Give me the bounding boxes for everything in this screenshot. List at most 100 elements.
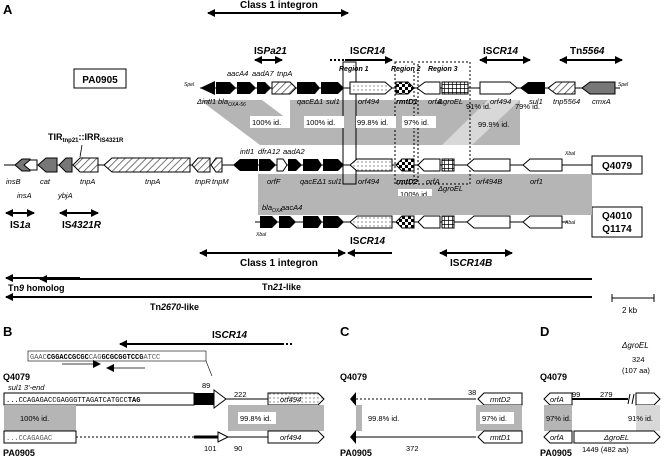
gene-orf494B bbox=[466, 158, 511, 172]
gene-groEL-d-bot bbox=[573, 430, 661, 444]
id91-d: 91% id. bbox=[628, 414, 653, 423]
gene-insA bbox=[23, 159, 38, 171]
label-ybjA: ybjA bbox=[57, 191, 73, 200]
gene-sul1-right bbox=[520, 82, 545, 94]
identity-99-9: 99.9% id. bbox=[478, 120, 509, 129]
identity-79: 79% id. bbox=[515, 102, 540, 111]
identity-99-8: 99.8% id. bbox=[357, 118, 388, 127]
label-orf494-top: orf494 bbox=[358, 97, 379, 106]
label-qacE-top: qacEΔ1 bbox=[297, 97, 323, 106]
id97-d: 97% id. bbox=[546, 414, 571, 423]
n38-label: 38 bbox=[468, 388, 476, 397]
similarity-band-d-left bbox=[544, 405, 572, 431]
gene-sul1-mid bbox=[323, 159, 344, 171]
tn2670-label: Tn2670-like bbox=[150, 302, 199, 312]
similarity-band-lower-row bbox=[258, 196, 592, 215]
label-aadA2: aadA2 bbox=[283, 147, 306, 156]
label-bla-oxa56: blaOXA-56 bbox=[218, 97, 246, 108]
label-orf494-mid: orf494 bbox=[358, 177, 379, 186]
gene-dfrA12 bbox=[259, 159, 276, 171]
iscr14-end-triangle-b bbox=[217, 431, 230, 443]
label-intI1-mid: intI1 bbox=[240, 147, 254, 156]
gene-orfA-d-bot bbox=[543, 430, 573, 444]
label-orfF: orfF bbox=[267, 177, 281, 186]
region-1-label: Region 1 bbox=[339, 66, 369, 73]
n1449-482-label: 1449 (482 aa) bbox=[582, 445, 629, 454]
gene-bla-oxa56 bbox=[216, 82, 236, 94]
similarity-band-b-left bbox=[4, 405, 76, 431]
n372-label: 372 bbox=[406, 444, 419, 453]
n89-label: 89 bbox=[202, 381, 210, 390]
label-groEL-top: ΔgroEL bbox=[437, 97, 463, 106]
iscr14-right-label: ISCR14 bbox=[483, 46, 518, 57]
gene-qacE-top bbox=[297, 82, 320, 94]
tn21-label: Tn21-like bbox=[262, 282, 301, 292]
label-dfrA12: dfrA12 bbox=[258, 147, 281, 156]
gene-aacA4-top bbox=[237, 82, 256, 94]
panel-d-label: D bbox=[540, 324, 549, 339]
strain-q4010-label: Q4010 bbox=[602, 211, 632, 222]
gene-cat bbox=[37, 157, 58, 173]
strain-pa0905-label: PA0905 bbox=[82, 75, 118, 86]
orfA-d-bot-label: orfA bbox=[550, 433, 564, 442]
label-insB: insB bbox=[6, 177, 21, 186]
label-insA: insA bbox=[17, 191, 32, 200]
strain-box-q4010-q1174 bbox=[591, 206, 643, 238]
panel-a-label: A bbox=[3, 2, 13, 17]
label-sul1-top: sul1 bbox=[326, 97, 340, 106]
gene-orf494-b-top bbox=[267, 392, 325, 406]
region-3-box bbox=[417, 61, 471, 185]
label-cat: cat bbox=[40, 177, 51, 186]
gene-rmtD2 bbox=[395, 158, 415, 172]
is4321-label: IS4321R bbox=[62, 220, 102, 231]
gene-groEL-low bbox=[441, 215, 455, 229]
q4079-b-label: Q4079 bbox=[3, 372, 30, 382]
gene-tnpM bbox=[210, 157, 223, 173]
gene-aadA2 bbox=[288, 159, 302, 171]
gene-aacA4-low bbox=[279, 216, 296, 228]
orfA-d-top-label: orfA bbox=[550, 395, 564, 404]
q4079-d-label: Q4079 bbox=[540, 372, 567, 382]
orf494-b-bot-label: orf494 bbox=[280, 433, 301, 442]
label-bla-oxa-low: blaOXA bbox=[262, 203, 283, 214]
pa0905-c-label: PA0905 bbox=[340, 448, 372, 458]
q4079-c-label: Q4079 bbox=[340, 372, 367, 382]
gene-qacE-mid bbox=[303, 159, 322, 171]
xbal-mid-label: XbaI bbox=[564, 151, 576, 157]
identity-97: 97% id. bbox=[404, 118, 429, 127]
seq-pa0905: ...CCAGAGAC bbox=[6, 435, 52, 443]
label-sul1-mid: sul1 bbox=[328, 177, 342, 186]
gene-orf494B-low bbox=[466, 215, 511, 229]
sequence-top-b: GAACCGGACCGCGCCAGGCGCGGTCCGATCC bbox=[30, 354, 160, 362]
scale-label: 2 kb bbox=[622, 306, 638, 315]
gene-tnpA-is4321 bbox=[72, 157, 99, 173]
label-tnpA-tn21: tnpA bbox=[145, 177, 160, 186]
gene-rmtD1-c bbox=[477, 430, 523, 444]
identity-91: 91% id. bbox=[466, 102, 491, 111]
label-orf1: orf1 bbox=[530, 177, 543, 186]
label-tnpA-top: tnpA bbox=[277, 69, 292, 78]
spel-left-label: SpeI bbox=[184, 82, 195, 88]
gene-sul1-low bbox=[323, 216, 344, 228]
n101-label: 101 bbox=[204, 444, 217, 453]
iscr14-c-top-triangle bbox=[350, 392, 356, 406]
n99-label: 99 bbox=[572, 390, 580, 399]
n279-label: 279 bbox=[600, 390, 613, 399]
similarity-band-orf494-right bbox=[442, 100, 520, 145]
tir-pointer bbox=[79, 144, 83, 158]
iscr14-c-bot-triangle bbox=[350, 430, 356, 444]
strain-box-pa0905 bbox=[73, 68, 127, 89]
gene-rmtD2-low bbox=[395, 215, 415, 229]
gene-orf1-low bbox=[522, 215, 563, 229]
label-sul1-right: sul1 bbox=[529, 97, 543, 106]
label-intI1-top: ΔintI1 bbox=[196, 97, 216, 106]
gene-insB bbox=[14, 158, 31, 172]
gene-orf494-b-bot bbox=[267, 430, 325, 444]
id998-c: 99.8% id. bbox=[368, 414, 399, 423]
gene-groEL-top bbox=[441, 81, 469, 95]
class1-integron-bottom-label: Class 1 integron bbox=[240, 258, 318, 269]
n222-label: 222 bbox=[234, 390, 247, 399]
iscr14-end-triangle bbox=[213, 389, 227, 409]
label-tnpA-is4321: tnpA bbox=[80, 177, 95, 186]
